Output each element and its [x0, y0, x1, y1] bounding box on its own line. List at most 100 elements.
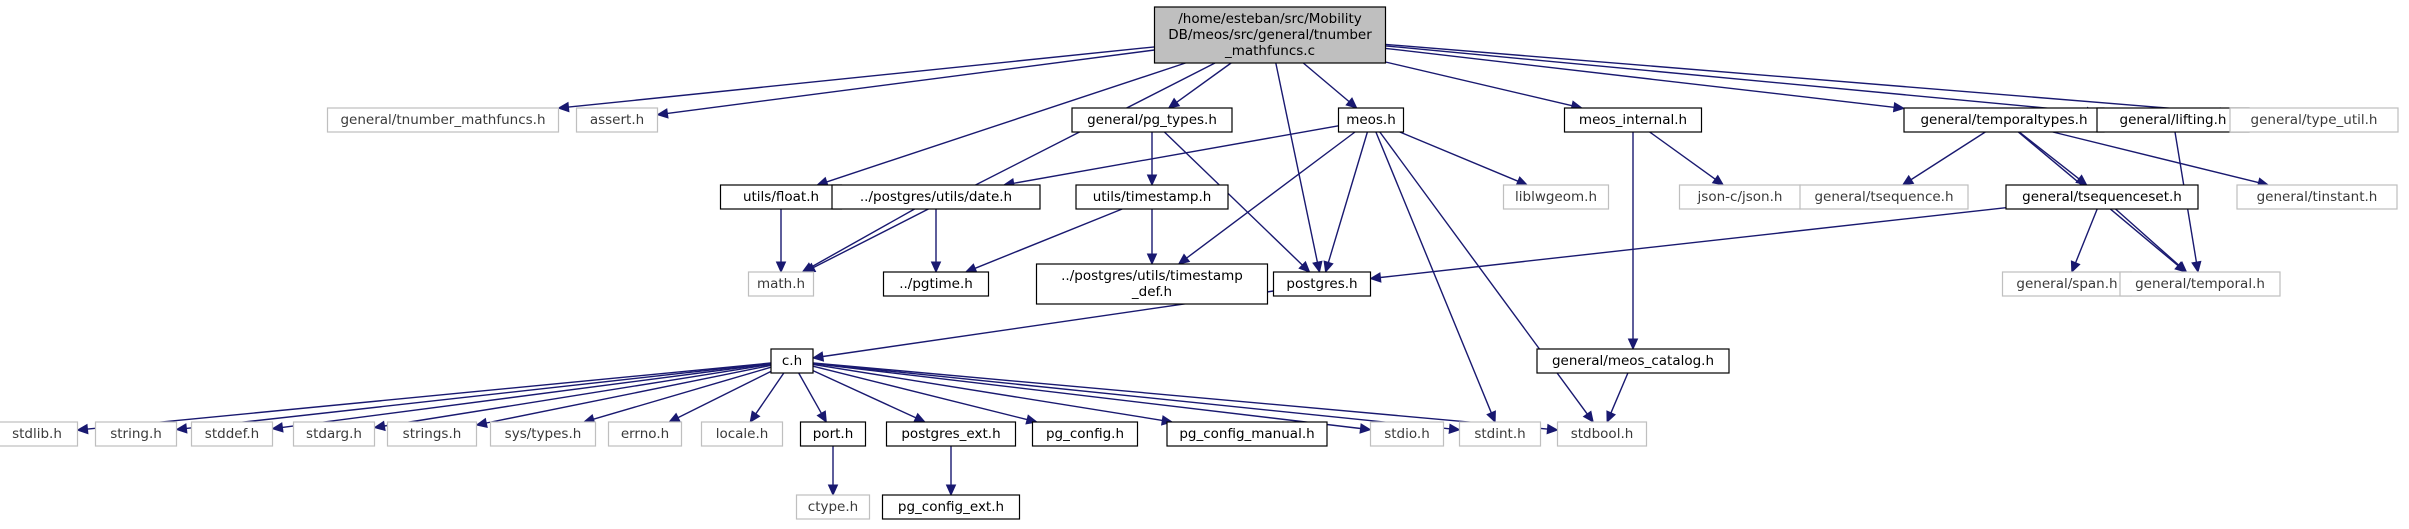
node-label: stdarg.h	[306, 426, 362, 442]
edge-temporaltypes-h-to-tsequenceset-h	[2018, 131, 2088, 186]
node-pgtime-h[interactable]: ../pgtime.h	[882, 271, 990, 297]
edge-line	[798, 372, 823, 414]
node-box	[2119, 271, 2281, 297]
edge-arrowhead	[271, 422, 284, 433]
edge-postgres-ext-h-to-pg-config-ext-h	[945, 446, 957, 497]
node-box	[747, 271, 815, 297]
edge-line	[486, 364, 772, 424]
edge-line	[1910, 131, 1986, 181]
edge-tsequenceset-h-to-span-h	[2070, 208, 2098, 274]
node-box	[0, 421, 79, 447]
edge-arrowhead	[749, 410, 761, 424]
node-label: strings.h	[403, 426, 462, 442]
edge-line	[1610, 372, 1629, 414]
edge-arrowhead	[827, 484, 839, 497]
edge-line	[812, 362, 1548, 430]
node-label: _mathfuncs.c	[1224, 43, 1315, 59]
node-ctype-h: ctype.h	[795, 494, 871, 520]
node-label: general/type_util.h	[2251, 112, 2378, 128]
node-box	[326, 107, 560, 133]
node-meos-internal-h[interactable]: meos_internal.h	[1563, 107, 1703, 133]
node-label: general/meos_catalog.h	[1552, 353, 1714, 369]
edge-line	[1013, 125, 1339, 184]
node-meos-h[interactable]: meos.h	[1337, 107, 1405, 133]
edge-date-h-to-math-h	[801, 208, 915, 273]
edge-arrowhead	[2075, 174, 2088, 186]
node-box	[700, 421, 784, 447]
node-meos-catalog-h[interactable]: general/meos_catalog.h	[1536, 348, 1730, 374]
edge-line	[568, 46, 1155, 108]
node-label: pg_config_ext.h	[898, 499, 1004, 515]
node-tsequenceset-h[interactable]: general/tsequenceset.h	[2005, 184, 2199, 210]
edge-root-to-math-h	[803, 62, 1216, 273]
node-port-h[interactable]: port.h	[799, 421, 867, 447]
edge-timestamp-h-to-timestamp-def-h	[1146, 209, 1158, 266]
node-stdbool-h: stdbool.h	[1556, 421, 1648, 447]
edge-root-to-postgres-h	[1275, 62, 1323, 274]
node-timestamp-h[interactable]: utils/timestamp.h	[1075, 184, 1229, 210]
node-timestamp-def-h[interactable]: ../postgres/utils/timestamp_def.h	[1035, 263, 1269, 305]
node-label: general/tnumber_mathfuncs.h	[340, 112, 545, 128]
node-box	[2229, 107, 2399, 133]
edge-c-h-to-stdarg-h	[373, 363, 772, 432]
node-pg-config-ext-h[interactable]: pg_config_ext.h	[881, 494, 1021, 520]
edge-root-to-temporaltypes-h	[1385, 47, 1906, 113]
edge-line	[812, 365, 1028, 421]
node-c-h[interactable]: c.h	[770, 348, 814, 374]
edge-line	[1385, 61, 1573, 107]
node-pg-types-h[interactable]: general/pg_types.h	[1071, 107, 1233, 133]
node-box	[1035, 263, 1269, 305]
node-temporaltypes-h[interactable]: general/temporaltypes.h	[1903, 107, 2105, 133]
node-date-h[interactable]: ../postgres/utils/date.h	[831, 184, 1041, 210]
node-utils-float-h[interactable]: utils/float.h	[719, 184, 843, 210]
node-pg-config-h[interactable]: pg_config.h	[1031, 421, 1139, 447]
node-label: meos_internal.h	[1579, 112, 1687, 128]
edge-meos-h-to-liblwgeom-h	[1399, 131, 1529, 186]
node-box	[1337, 107, 1405, 133]
node-pg-config-manual-h[interactable]: pg_config_manual.h	[1166, 421, 1328, 447]
edge-c-h-to-stddef-h	[271, 363, 772, 433]
node-box	[1153, 6, 1387, 64]
edge-line	[87, 362, 772, 430]
edge-arrowhead	[913, 412, 927, 423]
node-postgres-h[interactable]: postgres.h	[1272, 271, 1372, 297]
node-box	[831, 184, 1041, 210]
node-stdlib-h: stdlib.h	[0, 421, 79, 447]
edge-arrowhead	[1146, 174, 1158, 187]
node-label: liblwgeom.h	[1515, 189, 1597, 205]
edge-arrowhead	[1582, 410, 1594, 423]
node-box	[2096, 107, 2250, 133]
edge-arrowhead	[816, 410, 827, 424]
node-span-h: general/span.h	[2001, 271, 2133, 297]
node-tinstant-h: general/tinstant.h	[2236, 184, 2398, 210]
edge-c-h-to-stdlib-h	[76, 362, 772, 435]
edge-line	[593, 366, 772, 420]
node-strings-h: strings.h	[386, 421, 478, 447]
node-box	[799, 421, 867, 447]
node-liblwgeom-h: liblwgeom.h	[1502, 184, 1610, 210]
edge-line	[1176, 62, 1232, 103]
node-label: locale.h	[716, 426, 769, 442]
node-label: stddef.h	[205, 426, 259, 442]
node-box	[885, 421, 1017, 447]
node-box	[882, 271, 990, 297]
node-label: stdlib.h	[12, 426, 62, 442]
node-root[interactable]: /home/esteban/src/MobilityDB/meos/src/ge…	[1153, 6, 1387, 64]
edge-arrowhead	[656, 108, 669, 119]
node-label: ctype.h	[808, 499, 858, 515]
edge-root-to-assert-h	[656, 49, 1155, 119]
edge-line	[826, 62, 1186, 183]
node-string-h: string.h	[94, 421, 178, 447]
edge-c-h-to-port-h	[798, 372, 827, 424]
node-box	[719, 184, 843, 210]
edge-line	[186, 362, 772, 430]
edge-line	[1649, 131, 1716, 180]
node-label: general/tsequenceset.h	[2022, 189, 2182, 205]
node-stdarg-h: stdarg.h	[292, 421, 376, 447]
node-box	[1799, 184, 1969, 210]
node-label: meos.h	[1346, 112, 1396, 128]
edge-c-h-to-stdint-h	[812, 362, 1461, 435]
node-lifting-h[interactable]: general/lifting.h	[2096, 107, 2250, 133]
node-label: general/lifting.h	[2120, 112, 2227, 128]
node-postgres-ext-h[interactable]: postgres_ext.h	[885, 421, 1017, 447]
